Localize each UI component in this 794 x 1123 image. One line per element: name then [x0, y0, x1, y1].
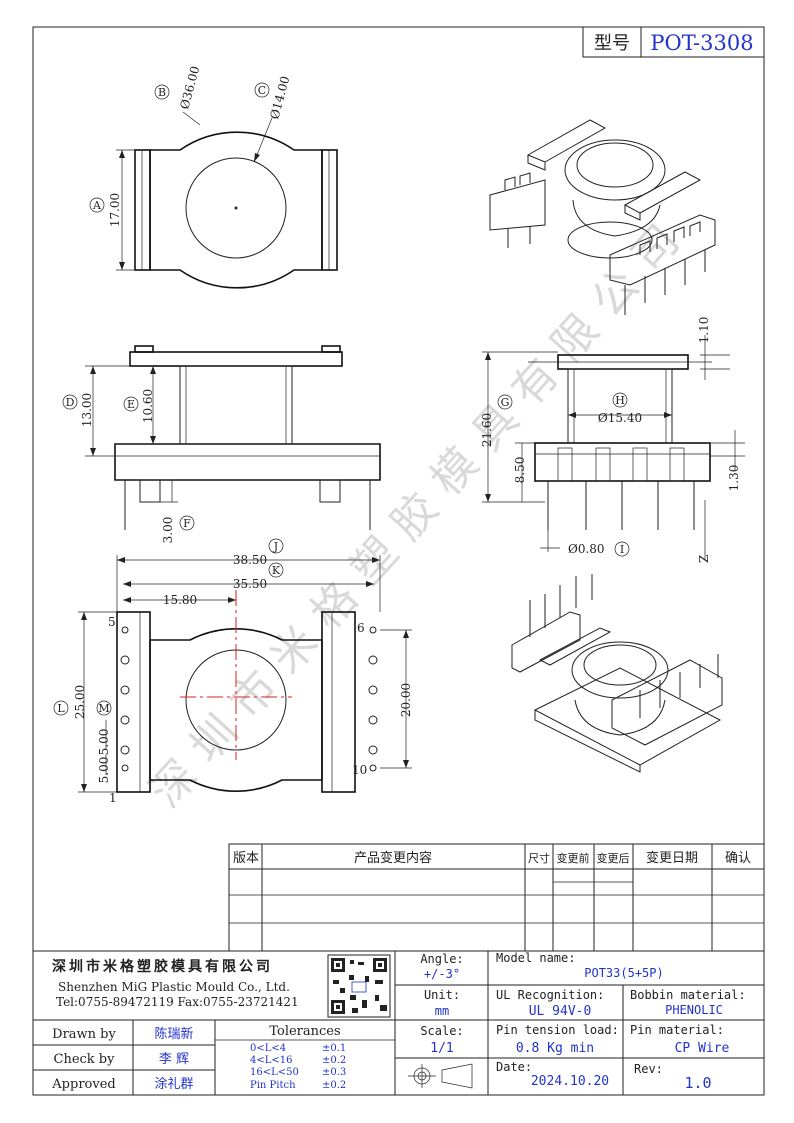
- tolerances-label: Tolerances: [269, 1024, 340, 1039]
- tension-value: 0.8 Kg min: [516, 1041, 594, 1056]
- label-c: C: [258, 84, 266, 97]
- tension-label: Pin tension load:: [496, 1023, 619, 1037]
- angle-value: +/-3°: [424, 967, 460, 981]
- dim-b-value: Ø36.00: [177, 64, 202, 110]
- tol-range-4: Pin Pitch: [250, 1080, 296, 1091]
- approved-label: Approved: [51, 1077, 115, 1092]
- model-name-label: Model name:: [496, 951, 575, 965]
- dim-f-value: 3.00: [161, 517, 175, 544]
- unit-label: Unit:: [424, 988, 460, 1002]
- rev-label: Rev:: [634, 1062, 663, 1076]
- watermark: 深圳市米格塑胶模具有限公司: [140, 204, 700, 818]
- dim-i-value: Ø0.80: [568, 542, 605, 556]
- pin-10-label: 10: [352, 763, 367, 777]
- label-g: G: [501, 396, 510, 409]
- dim-2000-value: 20.00: [399, 683, 413, 717]
- tol-value-2: ±0.2: [322, 1055, 346, 1066]
- model-box: 型号 POT-3308: [582, 26, 765, 58]
- date-value: 2024.10.20: [531, 1074, 609, 1089]
- dim-e-value: 10.60: [141, 389, 155, 423]
- dim-500b-value: 5.00: [97, 757, 111, 784]
- label-a: A: [92, 199, 102, 212]
- title-block: 深圳市米格塑胶模具有限公司 Shenzhen MiG Plastic Mould…: [32, 950, 765, 1096]
- rev-value: 1.0: [684, 1074, 711, 1092]
- drawn-by-value: 陈瑞新: [154, 1026, 193, 1042]
- company-name-cn: 深圳市米格塑胶模具有限公司: [52, 958, 273, 975]
- rev-header-after: 变更后: [597, 851, 630, 865]
- dim-j-value: 38.50: [233, 553, 267, 567]
- dim-h-value: Ø15.40: [598, 411, 642, 425]
- bobbin-label: Bobbin material:: [630, 988, 746, 1002]
- check-by-value: 李 辉: [159, 1052, 189, 1067]
- rev-header-size: 尺寸: [528, 851, 550, 865]
- label-j: J: [273, 540, 278, 553]
- dim-g-value: 21.60: [480, 413, 494, 447]
- dim-110-value: 1.10: [697, 317, 711, 344]
- ul-value: UL 94V-0: [529, 1004, 592, 1019]
- dim-m-value: 5.00: [97, 729, 111, 756]
- front-view: 13.00 D 10.60 E 3.00 F: [62, 345, 381, 544]
- pin-1-label: 1: [109, 791, 117, 805]
- dim-l-value: 25.00: [73, 685, 87, 719]
- label-h: H: [615, 394, 625, 407]
- scale-value: 1/1: [430, 1041, 453, 1056]
- label-k: K: [272, 564, 281, 577]
- bottom-view: 38.50 J 35.50 K 15.80 25.00 L 5.00 M 5.0…: [53, 538, 413, 805]
- drawn-by-label: Drawn by: [52, 1027, 116, 1042]
- unit-value: mm: [435, 1004, 449, 1018]
- qr-code: [327, 954, 391, 1018]
- label-i: I: [620, 543, 624, 556]
- angle-label: Angle:: [420, 952, 463, 966]
- side-view: 21.60 G Ø15.40 H 1.10 8.50 1.30 Ø0.80 I …: [480, 317, 745, 563]
- approved-value: 涂礼群: [154, 1076, 193, 1092]
- pin-6-label: 6: [357, 621, 365, 635]
- label-b: B: [158, 86, 166, 99]
- dim-850-value: 8.50: [513, 457, 527, 484]
- label-l: L: [57, 702, 65, 715]
- dim-k-value: 35.50: [233, 577, 267, 591]
- check-by-label: Check by: [54, 1052, 116, 1067]
- pin-material-label: Pin material:: [630, 1023, 724, 1037]
- label-f: F: [183, 517, 191, 530]
- iso-view-top: [489, 119, 716, 315]
- dim-d-value: 13.00: [80, 393, 94, 427]
- projection-symbol: [408, 1063, 473, 1089]
- mark-z: Z: [697, 555, 711, 563]
- company-contact: Tel:0755-89472119 Fax:0755-23721421: [56, 995, 299, 1009]
- dim-1580-value: 15.80: [163, 593, 197, 607]
- iso-view-bottom: [511, 574, 723, 773]
- tol-range-1: 0<L<4: [250, 1043, 286, 1054]
- dim-130-value: 1.30: [727, 465, 741, 492]
- label-e: E: [127, 398, 135, 411]
- rev-header-confirm: 确认: [725, 851, 751, 866]
- tol-range-3: 16<L<50: [250, 1067, 299, 1078]
- dim-a-value: 17.00: [108, 193, 122, 227]
- rev-header-before: 变更前: [557, 851, 590, 865]
- model-name-value: POT33(5+5P): [584, 966, 663, 980]
- ul-label: UL Recognition:: [496, 988, 604, 1002]
- label-d: D: [66, 396, 75, 409]
- scale-label: Scale:: [420, 1024, 463, 1038]
- company-name-en: Shenzhen MiG Plastic Mould Co., Ltd.: [58, 980, 290, 994]
- watermark-text: 深圳市米格塑胶模具有限公司: [140, 204, 700, 818]
- pin-material-value: CP Wire: [675, 1041, 730, 1056]
- pin-5-label: 5: [108, 615, 116, 629]
- dim-c-value: Ø14.00: [267, 74, 292, 120]
- model-number: POT-3308: [650, 31, 753, 55]
- rev-header-date: 变更日期: [646, 850, 698, 866]
- tol-value-1: ±0.1: [322, 1043, 346, 1054]
- tol-value-4: ±0.2: [322, 1080, 346, 1091]
- revision-table: 版本 产品变更内容 尺寸 变更前 变更后 变更日期 确认: [228, 843, 765, 952]
- tol-value-3: ±0.3: [322, 1067, 346, 1078]
- bobbin-value: PHENOLIC: [665, 1003, 723, 1017]
- model-label: 型号: [594, 33, 630, 54]
- rev-header-version: 版本: [233, 851, 259, 866]
- rev-header-content: 产品变更内容: [354, 850, 432, 866]
- top-view: 17.00 A B Ø36.00 C Ø14.00: [89, 64, 338, 289]
- tol-range-2: 4<L<16: [250, 1055, 293, 1066]
- date-label: Date:: [496, 1060, 532, 1074]
- label-m: M: [98, 702, 109, 715]
